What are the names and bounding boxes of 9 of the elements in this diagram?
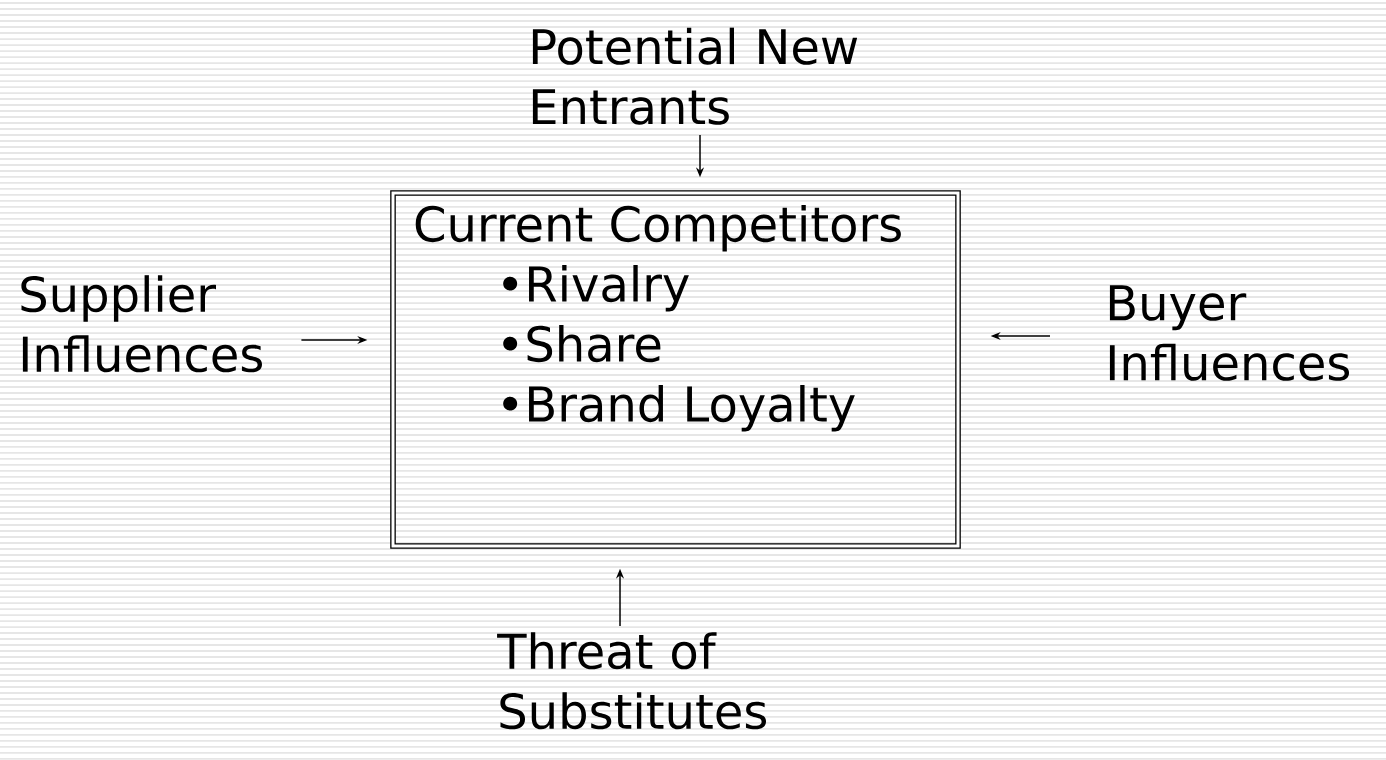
force-label: Buyer Influences: [1109, 285, 1349, 381]
bullet-item: •Rivalry: [503, 265, 689, 312]
bullet-item: •Share: [503, 325, 661, 363]
heading-text: Current Competitors: [415, 205, 901, 252]
bullet-item: •Brand Loyalty: [503, 385, 855, 432]
double-bordered-box: [390, 190, 961, 549]
force-label: Potential New Entrants: [532, 27, 858, 125]
force-label: Supplier Influences: [21, 275, 262, 373]
force-label: Threat of Substitutes: [497, 632, 766, 730]
